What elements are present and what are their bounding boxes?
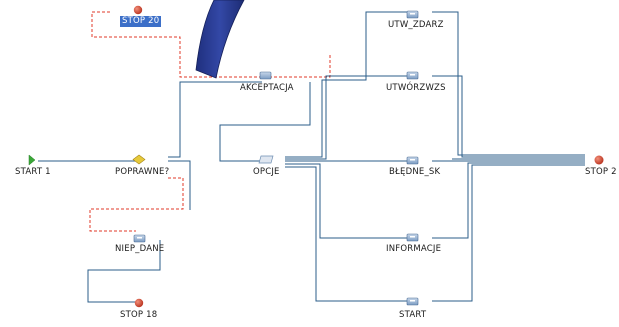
options-icon [258, 155, 274, 164]
informacje-label: INFORMACJE [386, 244, 442, 254]
utworzwzs-label: UTWÓRZWZS [386, 83, 446, 93]
dashed-connectors [89, 11, 331, 232]
stop20-node[interactable] [133, 5, 143, 15]
link-opcje-start [285, 166, 412, 302]
bledne-sk-node[interactable] [406, 156, 419, 165]
task-icon-mark [410, 236, 415, 238]
solid-connectors [38, 11, 585, 303]
link-niep-stop18 [87, 240, 161, 303]
task-icon-mark [137, 237, 142, 239]
start-icon [28, 154, 36, 166]
stop20-label[interactable]: STOP 20 [120, 16, 162, 27]
link-informacje-stop2 [432, 162, 585, 239]
start1-label: START 1 [15, 167, 51, 177]
start-node[interactable] [406, 297, 419, 306]
utw-zdarz-node[interactable] [406, 10, 419, 19]
poprawne-label: POPRAWNE? [115, 167, 170, 177]
stop2-node[interactable] [594, 155, 604, 165]
task-icon-mark [410, 13, 415, 15]
informacje-node[interactable] [406, 233, 419, 242]
link-utwzdarz-stop2 [432, 11, 585, 156]
utw-zdarz-label: UTW_ZDARZ [388, 20, 444, 30]
opcje-node[interactable] [258, 155, 274, 164]
stop-icon [134, 298, 144, 308]
link-opcje-informacje [285, 163, 412, 239]
stop18-node[interactable] [134, 298, 144, 308]
stop-icon [133, 5, 143, 15]
link-start-stop2 [432, 164, 585, 302]
dashed-link-stop20-akceptacja [91, 11, 331, 78]
link-opcje-utwzdarz [285, 11, 412, 158]
bledne-sk-label: BŁĘDNE_SK [389, 167, 441, 177]
opcje-label: OPCJE [253, 167, 280, 177]
link-poprawne-niep [168, 160, 191, 210]
link-poprawne-akceptacja [168, 81, 262, 158]
decision-icon [132, 154, 146, 165]
link-akceptacja-opcje [219, 82, 311, 162]
task-icon-mark [410, 74, 415, 76]
task-icon-mark [410, 159, 415, 161]
poprawne-node[interactable] [132, 154, 146, 165]
akceptacja-label: AKCEPTACJA [240, 83, 294, 93]
niep-dane-node[interactable] [133, 234, 146, 243]
overlay-arc [195, 0, 245, 79]
stop-icon [594, 155, 604, 165]
start-label: START [399, 310, 427, 320]
link-utworzwzs-stop2 [432, 75, 585, 158]
stop18-label: STOP 18 [120, 310, 158, 320]
niep-dane-label: NIEP_DANE [115, 244, 165, 254]
start1-node[interactable] [28, 154, 36, 166]
akceptacja-node[interactable] [259, 71, 272, 80]
dashed-link-poprawne-niep [89, 177, 184, 232]
stop2-label: STOP 2 [585, 167, 617, 177]
task-icon-mark [410, 300, 415, 302]
utworzwzs-node[interactable] [406, 71, 419, 80]
link-opcje-utworzwzs [285, 75, 412, 160]
task-icon [259, 71, 272, 80]
